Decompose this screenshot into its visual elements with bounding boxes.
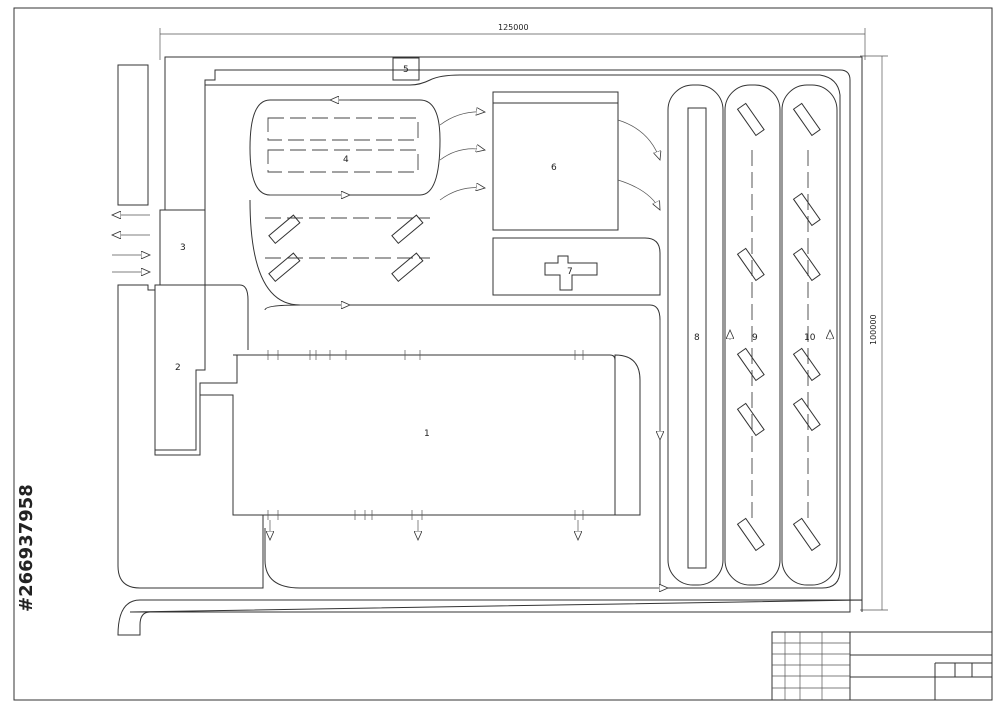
road-network bbox=[205, 74, 841, 589]
sheet-frame bbox=[13, 7, 993, 701]
dimension-height: 100000 bbox=[860, 55, 888, 611]
title-block bbox=[771, 631, 993, 701]
zone-4-label: 4 bbox=[343, 155, 349, 165]
zone-10-lane: 10 bbox=[781, 84, 838, 586]
watermark-stock-id-text: #266937958 bbox=[16, 484, 37, 612]
zone-3-label: 3 bbox=[180, 243, 186, 253]
dimension-width-label: 125000 bbox=[498, 23, 529, 32]
zone-7-building: 7 bbox=[544, 255, 598, 291]
zone-6-label: 6 bbox=[551, 163, 557, 173]
flow-arrow bbox=[617, 119, 660, 160]
parking-slot bbox=[268, 252, 301, 283]
parking-slot bbox=[792, 102, 821, 137]
flow-arrow bbox=[617, 179, 660, 210]
dimension-height-label: 100000 bbox=[869, 314, 878, 345]
parking-slot bbox=[736, 347, 765, 382]
zone-1-label: 1 bbox=[424, 429, 430, 439]
zone-4-parking: 4 bbox=[249, 99, 441, 306]
parking-slot bbox=[792, 397, 821, 432]
flow-arrow bbox=[439, 149, 485, 161]
parking-slot bbox=[792, 192, 821, 227]
zone-3-checkpoint: 3 bbox=[112, 209, 206, 286]
flow-arrow bbox=[439, 188, 485, 201]
parking-slot bbox=[391, 214, 424, 245]
parking-slot bbox=[391, 252, 424, 283]
zone-5-object: 5 bbox=[392, 57, 420, 81]
zone-5-label: 5 bbox=[403, 65, 409, 75]
zone-6-building: 6 bbox=[492, 102, 619, 231]
parking-slot bbox=[736, 247, 765, 282]
parking-slot bbox=[792, 517, 821, 552]
flow-arrow bbox=[439, 112, 485, 126]
zone-9-lane: 9 bbox=[724, 84, 781, 586]
zone-8-label: 8 bbox=[694, 333, 700, 343]
watermark-stock-id: #266937958 bbox=[16, 484, 37, 612]
dimension-width: 125000 bbox=[159, 23, 866, 60]
zone-10-label: 10 bbox=[804, 333, 816, 343]
zone-1-building: 1 bbox=[199, 350, 616, 520]
parking-slot-group bbox=[268, 102, 821, 552]
zone-8-lane: 8 bbox=[667, 84, 724, 586]
parking-slot bbox=[736, 402, 765, 437]
parking-slot bbox=[736, 102, 765, 137]
traffic-flow-arrows bbox=[270, 100, 830, 588]
parking-slot bbox=[792, 247, 821, 282]
zone-7-label: 7 bbox=[567, 267, 573, 277]
parking-slot bbox=[268, 214, 301, 245]
zone-2-label: 2 bbox=[175, 363, 181, 373]
parking-slot bbox=[736, 517, 765, 552]
zone-2-building: 2 bbox=[154, 284, 206, 451]
parking-slot bbox=[792, 347, 821, 382]
zone-9-label: 9 bbox=[752, 333, 758, 343]
landscaped-border bbox=[117, 56, 863, 636]
